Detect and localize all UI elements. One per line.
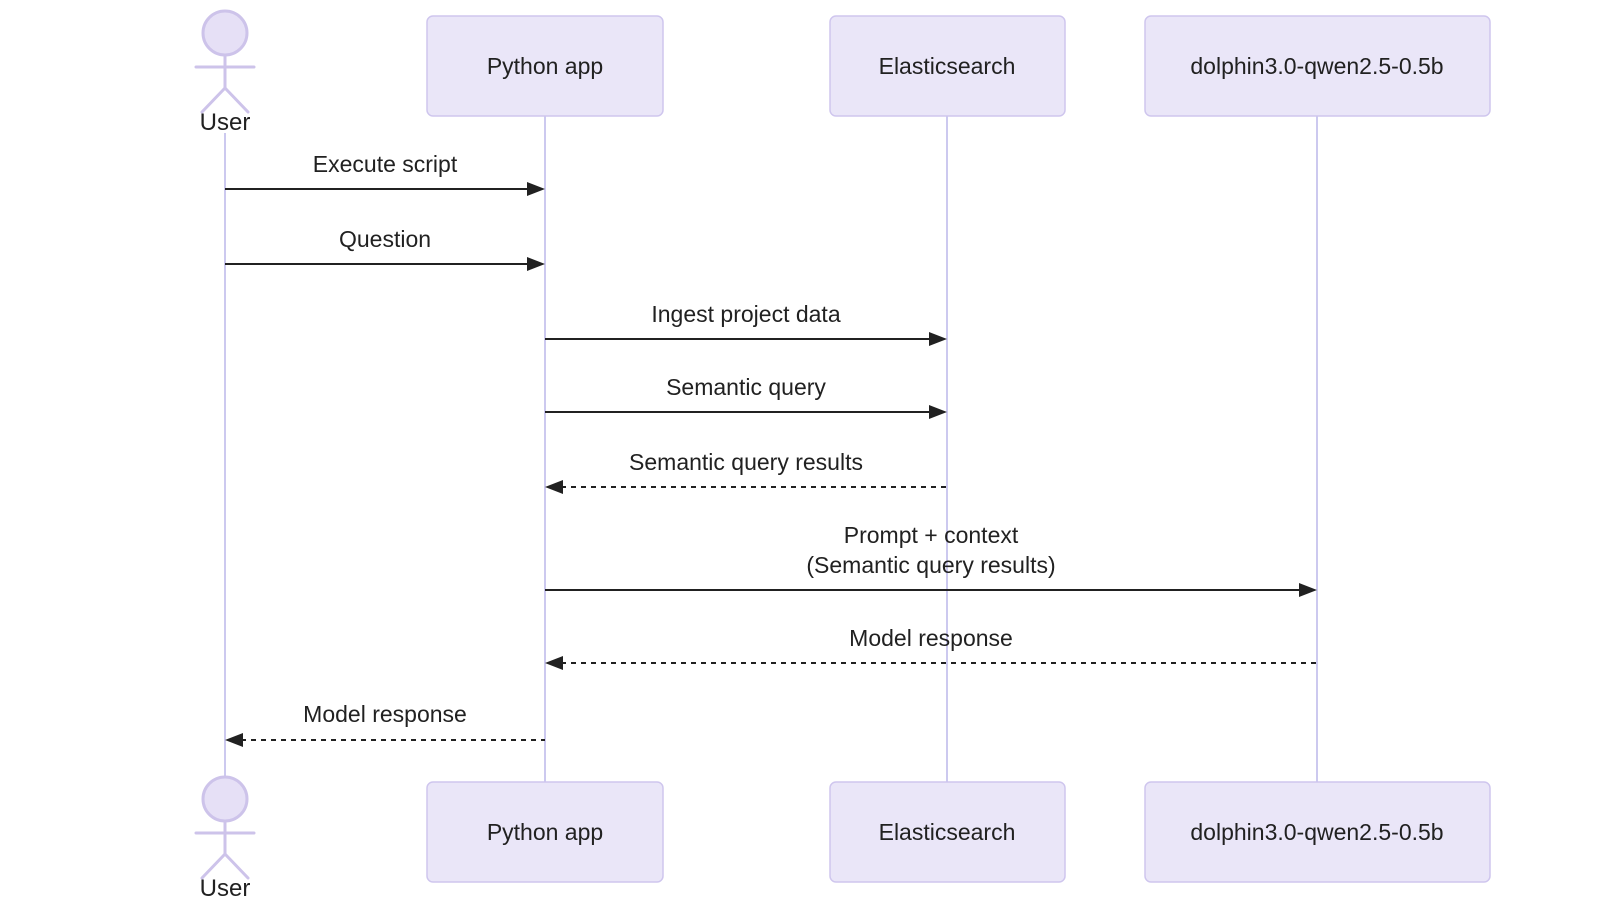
actor-leg-right <box>223 852 250 880</box>
arrowhead-left <box>545 480 563 494</box>
actor-head <box>201 775 249 823</box>
participant-label-dolphin-top: dolphin3.0-qwen2.5-0.5b <box>1190 53 1443 79</box>
participant-label-python-app-bottom: Python app <box>487 819 603 845</box>
actor-label-user-top: User <box>200 109 251 136</box>
message-prompt-context: Prompt + context (Semantic query results… <box>545 522 1317 597</box>
message-execute-script: Execute script <box>225 151 545 196</box>
message-label: Semantic query <box>666 374 826 400</box>
message-label-line2: (Semantic query results) <box>806 552 1055 578</box>
actor-leg-right <box>223 86 250 114</box>
actor-user-top: User <box>194 9 256 136</box>
participant-label-elasticsearch-top: Elasticsearch <box>879 53 1016 79</box>
message-model-response-to-user: Model response <box>225 701 545 747</box>
participant-python-app-bottom: Python app <box>426 781 664 883</box>
arrowhead-right <box>929 332 947 346</box>
actor-leg-left <box>200 86 227 114</box>
participant-box <box>829 781 1066 883</box>
message-label: Execute script <box>313 151 458 177</box>
message-label-line1: Prompt + context <box>844 522 1019 548</box>
actor-leg-left <box>200 852 227 880</box>
actor-label-user-bottom: User <box>200 875 251 902</box>
message-semantic-query: Semantic query <box>545 374 947 419</box>
participant-elasticsearch-bottom: Elasticsearch <box>829 781 1066 883</box>
participant-elasticsearch-top: Elasticsearch <box>829 15 1066 117</box>
message-semantic-query-results: Semantic query results <box>545 449 947 494</box>
participant-box <box>1144 15 1491 117</box>
participant-label-python-app-top: Python app <box>487 53 603 79</box>
message-label: Model response <box>849 625 1013 651</box>
message-label: Question <box>339 226 431 252</box>
participant-box <box>426 781 664 883</box>
arrowhead-right <box>527 257 545 271</box>
arrowhead-right <box>527 182 545 196</box>
participant-box <box>829 15 1066 117</box>
arrowhead-left <box>225 733 243 747</box>
message-label: Ingest project data <box>651 301 840 327</box>
participant-box <box>426 15 664 117</box>
participant-label-elasticsearch-bottom: Elasticsearch <box>879 819 1016 845</box>
arrowhead-right <box>1299 583 1317 597</box>
arrowhead-left <box>545 656 563 670</box>
participant-label-dolphin-bottom: dolphin3.0-qwen2.5-0.5b <box>1190 819 1443 845</box>
participant-dolphin-top: dolphin3.0-qwen2.5-0.5b <box>1144 15 1491 117</box>
actor-user-bottom: User <box>194 775 256 902</box>
message-question: Question <box>225 226 545 271</box>
participant-python-app-top: Python app <box>426 15 664 117</box>
message-model-response: Model response <box>545 625 1317 670</box>
actor-head <box>201 9 249 57</box>
participant-box <box>1144 781 1491 883</box>
message-label: Model response <box>303 701 467 727</box>
arrowhead-right <box>929 405 947 419</box>
participant-dolphin-bottom: dolphin3.0-qwen2.5-0.5b <box>1144 781 1491 883</box>
message-ingest-project-data: Ingest project data <box>545 301 947 346</box>
message-label: Semantic query results <box>629 449 863 475</box>
